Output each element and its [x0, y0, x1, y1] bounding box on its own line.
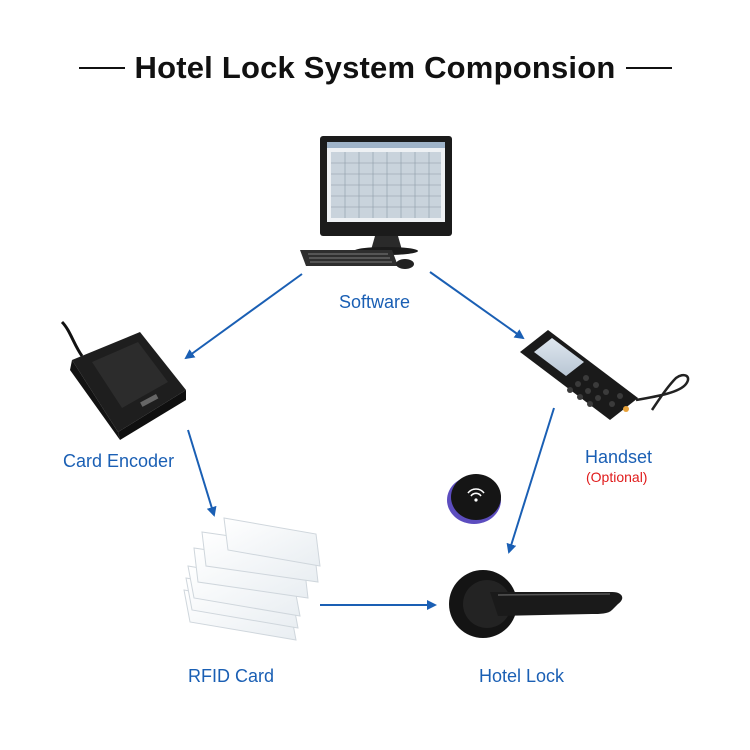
card-encoder-icon	[60, 320, 186, 440]
handset-optional-label: (Optional)	[586, 469, 648, 485]
rfid-cards-icon	[183, 517, 321, 641]
arrow-software-to-encoder	[184, 273, 303, 360]
edges	[184, 271, 555, 610]
rfid-card-label: RFID Card	[188, 666, 275, 686]
wireless-reader-icon	[447, 474, 501, 524]
arrow-handset-to-lock	[506, 407, 555, 554]
diagram-title: Hotel Lock System Componsion	[134, 50, 616, 85]
lever-lock-icon	[449, 570, 623, 638]
software-label: Software	[339, 292, 411, 312]
title-left-rule	[78, 67, 125, 69]
handset-icon	[520, 330, 690, 420]
handset-label: Handset	[585, 447, 653, 467]
card-encoder-label: Card Encoder	[63, 451, 175, 471]
arrow-software-to-handset	[429, 271, 525, 340]
title-right-rule	[625, 67, 672, 69]
desktop-computer-icon	[300, 136, 452, 269]
arrow-encoder-to-rfid	[187, 429, 217, 517]
hotel-lock-label: Hotel Lock	[479, 666, 565, 686]
title-row: Hotel Lock System Componsion	[0, 44, 750, 92]
